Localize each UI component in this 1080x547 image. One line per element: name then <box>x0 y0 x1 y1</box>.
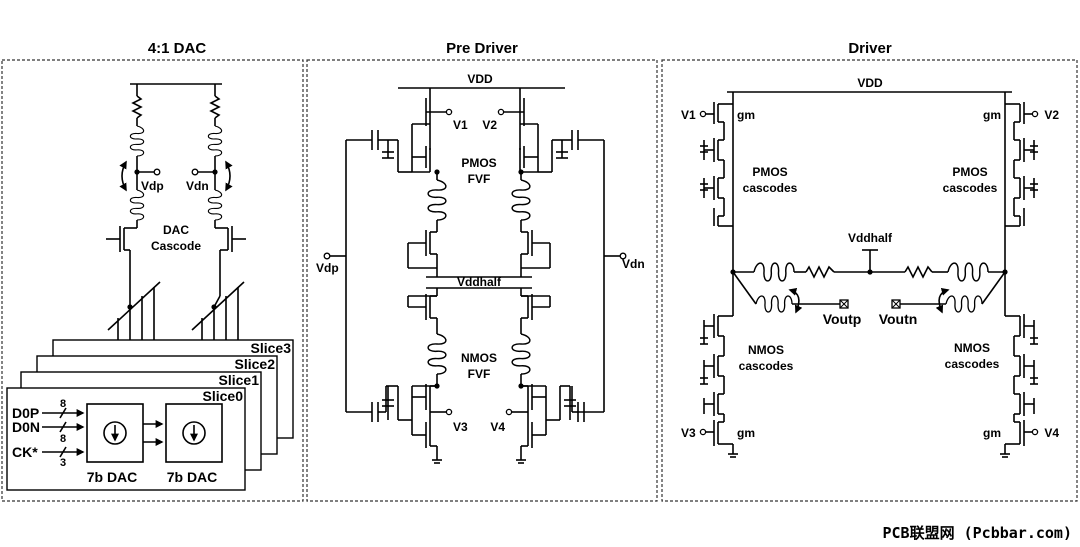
driver-nmos-right-label-2: cascodes <box>945 357 1000 371</box>
driver-pmos-left-label-1: PMOS <box>752 165 787 179</box>
driver-vddhalf-label: Vddhalf <box>848 231 893 245</box>
predriver-v1-label: V1 <box>453 118 468 132</box>
driver-nmos-right-label-1: NMOS <box>954 341 990 355</box>
voutp-label: Voutp <box>823 311 862 327</box>
predriver-pmos-label-2: FVF <box>468 172 491 186</box>
dac-vdp-label: Vdp <box>141 179 164 193</box>
predriver-nmos-label-2: FVF <box>468 367 491 381</box>
watermark-text: PCB联盟网 (Pcbbar.com) <box>883 524 1073 542</box>
driver-nmos-left-label-1: NMOS <box>748 343 784 357</box>
dac-vdn-label: Vdn <box>186 179 209 193</box>
predriver-vdn-label: Vdn <box>622 257 645 271</box>
dac-blocks <box>42 403 223 463</box>
dac-section-box <box>1 59 304 502</box>
driver-nmos-left-label-2: cascodes <box>739 359 794 373</box>
predriver-nmos-label-1: NMOS <box>461 351 497 365</box>
slice2-label: Slice2 <box>235 356 276 372</box>
predriver-vdd-label: VDD <box>467 72 493 86</box>
dac-section-title: 4:1 DAC <box>148 40 207 57</box>
d0n-bus-width: 8 <box>60 433 66 445</box>
driver-pmos-right-label-1: PMOS <box>952 165 987 179</box>
driver-section-box <box>661 59 1078 502</box>
slice3-label: Slice3 <box>251 340 292 356</box>
driver-pmos-left-label-2: cascodes <box>743 181 798 195</box>
dac-cascode-label-1: DAC <box>163 223 189 237</box>
predriver-pmos-label-1: PMOS <box>461 156 496 170</box>
predriver-v2-label: V2 <box>482 118 497 132</box>
driver-gm-label-v4: gm <box>983 426 1001 440</box>
ck-input-label: CK* <box>12 444 38 460</box>
predriver-section-box <box>306 59 658 502</box>
voutn-label: Voutn <box>879 311 918 327</box>
predriver-v3-label: V3 <box>453 420 468 434</box>
driver-v1-label: V1 <box>681 108 696 122</box>
predriver-section-title: Pre Driver <box>446 40 518 57</box>
predriver-circuit <box>323 87 627 464</box>
d0p-bus-width: 8 <box>60 398 66 410</box>
dac-block-label-1: 7b DAC <box>87 469 138 485</box>
driver-gm-label-v2: gm <box>983 108 1001 122</box>
slice1-label: Slice1 <box>219 372 260 388</box>
d0n-input-label: D0N <box>12 419 40 435</box>
driver-v2-label: V2 <box>1044 108 1059 122</box>
predriver-vddhalf-label: Vddhalf <box>457 275 502 289</box>
d0p-input-label: D0P <box>12 405 39 421</box>
driver-v3-label: V3 <box>681 426 696 440</box>
driver-pmos-right-label-2: cascodes <box>943 181 998 195</box>
dac-block-label-2: 7b DAC <box>167 469 218 485</box>
driver-section-title: Driver <box>848 40 892 57</box>
ck-bus-width: 3 <box>60 457 66 469</box>
dac-circuit <box>106 83 246 400</box>
predriver-vdp-label: Vdp <box>316 261 339 275</box>
driver-gm-label-v3: gm <box>737 426 755 440</box>
driver-v4-label: V4 <box>1044 426 1059 440</box>
dac-cascode-label-2: Cascode <box>151 239 201 253</box>
driver-vdd-label: VDD <box>857 76 883 90</box>
predriver-v4-label: V4 <box>490 420 505 434</box>
slice0-label: Slice0 <box>203 388 244 404</box>
driver-gm-label-v1: gm <box>737 108 755 122</box>
driver-circuit <box>699 91 1039 458</box>
